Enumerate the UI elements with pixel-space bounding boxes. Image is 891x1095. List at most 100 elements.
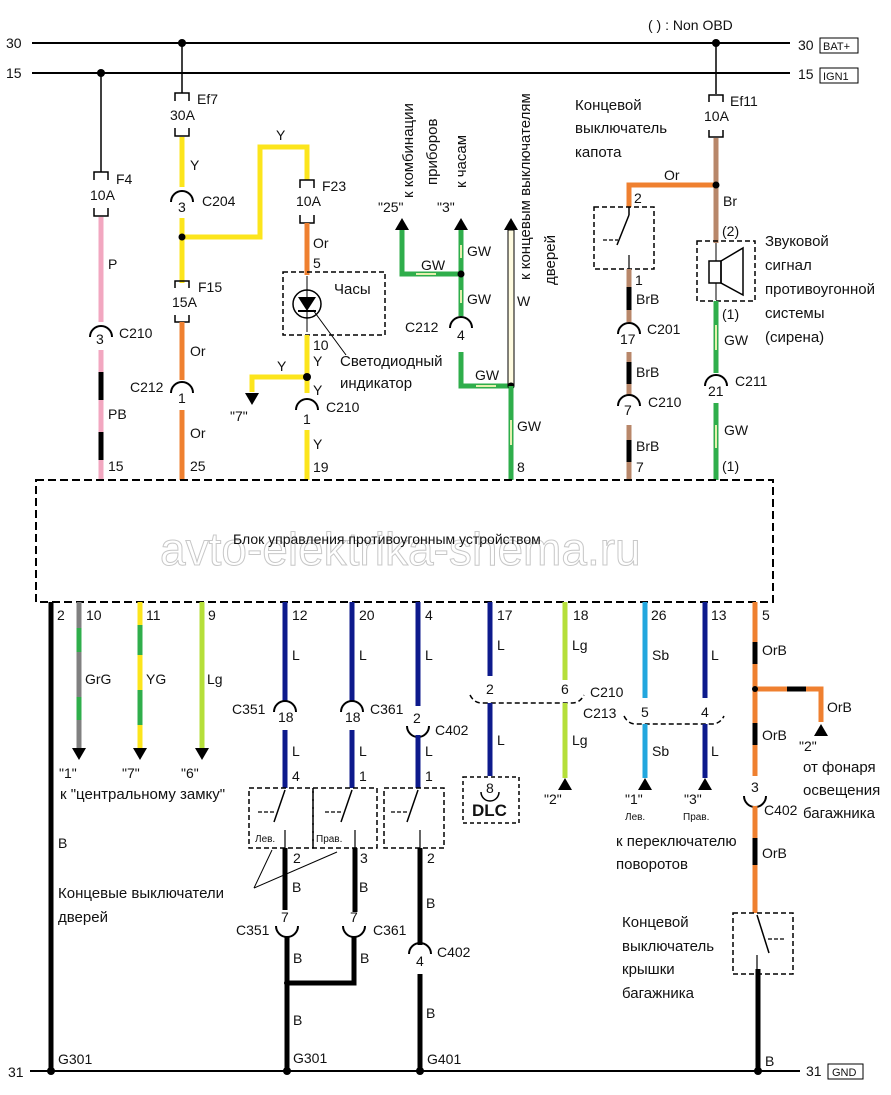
wire-b-join-label: B bbox=[293, 1012, 302, 1028]
wire-l20b-label: L bbox=[359, 743, 367, 759]
siren-label-3: противоугонной bbox=[765, 281, 875, 298]
ref-7-lock: "7" bbox=[122, 765, 140, 781]
c210-y-pin: 1 bbox=[303, 411, 311, 427]
wire-brb2-label: BrB bbox=[636, 364, 659, 380]
ecu-pin-5: 5 bbox=[762, 607, 770, 623]
ecu-pin-8: 8 bbox=[517, 459, 525, 475]
c210-y-name: C210 bbox=[326, 399, 360, 415]
trunk-switch-label-1: Концевой bbox=[622, 914, 689, 931]
trunk-switch-label-2: выключатель bbox=[622, 938, 714, 955]
fuse-f15-name: F15 bbox=[198, 279, 222, 295]
ref-7-top: "7" bbox=[230, 408, 248, 424]
wire-gw3-label: GW bbox=[467, 291, 492, 307]
rail-ign-left-num: 15 bbox=[6, 65, 22, 81]
switch-left-pin-bot: 2 bbox=[293, 850, 301, 866]
wire-b-c402a-label: B bbox=[426, 895, 435, 911]
wire-l17a-label: L bbox=[497, 637, 505, 653]
siren-icon bbox=[708, 243, 744, 300]
ref-25: "25" bbox=[378, 199, 404, 215]
rail-gnd-tag: GND bbox=[832, 1067, 857, 1079]
c402b-pin: 3 bbox=[751, 779, 759, 795]
branch-f4: F4 10A P 3 C210 PB 15 bbox=[89, 69, 153, 480]
siren-label-2: сигнал bbox=[765, 257, 812, 274]
turn-right-label: Прав. bbox=[683, 812, 709, 823]
ecu-label: Блок управления противоугонным устройств… bbox=[233, 531, 541, 547]
c402c-name: C402 bbox=[437, 944, 471, 960]
wire-gw1-label: GW bbox=[421, 257, 446, 273]
fuse-f15-rating: 15A bbox=[172, 294, 198, 310]
rail-ign-right-num: 15 bbox=[798, 66, 814, 82]
rail-gnd-right-num: 31 bbox=[806, 1063, 822, 1079]
switch-third-pin-top: 1 bbox=[425, 768, 433, 784]
wire-b-main: B bbox=[48, 602, 67, 1071]
ecu-pin-13: 13 bbox=[711, 607, 727, 623]
c201-name: C201 bbox=[647, 321, 681, 337]
turn-switch-label-2: поворотов bbox=[616, 856, 688, 873]
wire-pb-label: PB bbox=[108, 406, 127, 422]
clock-label: Часы bbox=[334, 281, 371, 298]
wire-gw-s2-label: GW bbox=[724, 422, 749, 438]
ref-3-turn: "3" bbox=[684, 791, 702, 807]
wire-l4b-label: L bbox=[425, 743, 433, 759]
branch-ef7: Ef7 30A Y 3 C204 Y F15 15A Or C212 1 Or … bbox=[130, 39, 310, 480]
fuse-ef7-name: Ef7 bbox=[197, 91, 218, 107]
led-icon bbox=[292, 276, 347, 356]
c351a-name: C351 bbox=[232, 701, 266, 717]
c212-or-pin: 1 bbox=[178, 390, 186, 406]
trunk-switch-icon bbox=[756, 914, 786, 972]
c210-name: C210 bbox=[590, 684, 624, 700]
c361b-name: C361 bbox=[373, 922, 407, 938]
wire-or1-label: Or bbox=[190, 343, 206, 359]
wire-sb26b-label: Sb bbox=[652, 743, 669, 759]
ref-2-trunk: "2" bbox=[799, 738, 817, 754]
wire-b-c402b-label: B bbox=[426, 1005, 435, 1021]
c402a-name: C402 bbox=[435, 722, 469, 738]
switch-right-pin-top: 1 bbox=[359, 768, 367, 784]
wire-p-label: P bbox=[108, 256, 117, 272]
wire-b-main-label: B bbox=[58, 835, 67, 851]
switch-right-pin-bot: 3 bbox=[360, 850, 368, 866]
c351a-pin: 18 bbox=[278, 709, 294, 725]
hood-switch-label-1: Концевой bbox=[575, 97, 642, 114]
hood-switch-icon bbox=[603, 207, 630, 269]
central-lock-wires: GrG "1" YG "7" Lg "6" к "центральному за… bbox=[59, 602, 225, 803]
ref-3-clock: "3" bbox=[437, 199, 455, 215]
c201-pin: 17 bbox=[620, 331, 636, 347]
to-cluster-label-1: к комбинации bbox=[400, 103, 417, 198]
rail-ign-tag: IGN1 bbox=[823, 71, 849, 83]
siren-label-1: Звуковой bbox=[765, 233, 829, 250]
trunk-wires: OrB OrB OrB "2" от фонаря освещения бага… bbox=[622, 602, 880, 1071]
c213-pin-sb: 5 bbox=[641, 704, 649, 720]
to-clock-label: к часам bbox=[453, 135, 470, 188]
c212-or-name: C212 bbox=[130, 379, 164, 395]
ecu-pin-10: 10 bbox=[86, 607, 102, 623]
ecu-block: Блок управления противоугонным устройств… bbox=[35, 479, 774, 603]
wire-lg18b-label: Lg bbox=[572, 732, 588, 748]
wire-y1-label: Y bbox=[190, 157, 200, 173]
central-lock-label: к "центральному замку" bbox=[60, 786, 225, 803]
siren-label-4: системы bbox=[765, 305, 825, 322]
trunk-light-label-1: от фонаря bbox=[803, 759, 876, 776]
to-doors-label-1: к концевым выключателям bbox=[517, 93, 534, 280]
branch-ef11: Концевой выключатель капота Ef11 10A Or … bbox=[575, 39, 875, 480]
wire-l13a-label: L bbox=[711, 647, 719, 663]
door-switch-label-2: дверей bbox=[58, 909, 108, 926]
fuse-ef11-name: Ef11 bbox=[730, 93, 758, 109]
wire-yg-label: YG bbox=[146, 671, 166, 687]
ecu-pin-2: 2 bbox=[57, 607, 65, 623]
c361a-name: C361 bbox=[370, 701, 404, 717]
hood-switch-label-3: капота bbox=[575, 144, 622, 161]
ref-2-lg: "2" bbox=[544, 791, 562, 807]
branch-f23-clock: F23 10A Or 5 Часы 10 Y Светодиодный инди… bbox=[230, 178, 443, 480]
c351b-name: C351 bbox=[236, 922, 270, 938]
dlc-pin: 8 bbox=[486, 780, 494, 796]
door-switch-wires: L C351 18 L 4 L C361 18 L 1 L 2 C402 L 1 bbox=[58, 602, 471, 1071]
hood-sw-pin-bot: 1 bbox=[635, 272, 643, 288]
c402b-name: C402 bbox=[764, 802, 798, 818]
wire-l20a-label: L bbox=[359, 647, 367, 663]
ground-g401: G401 bbox=[427, 1051, 461, 1067]
ecu-pin-1: (1) bbox=[722, 458, 739, 474]
wire-brb3-label: BrB bbox=[636, 438, 659, 454]
ecu-pin-25: 25 bbox=[190, 458, 206, 474]
